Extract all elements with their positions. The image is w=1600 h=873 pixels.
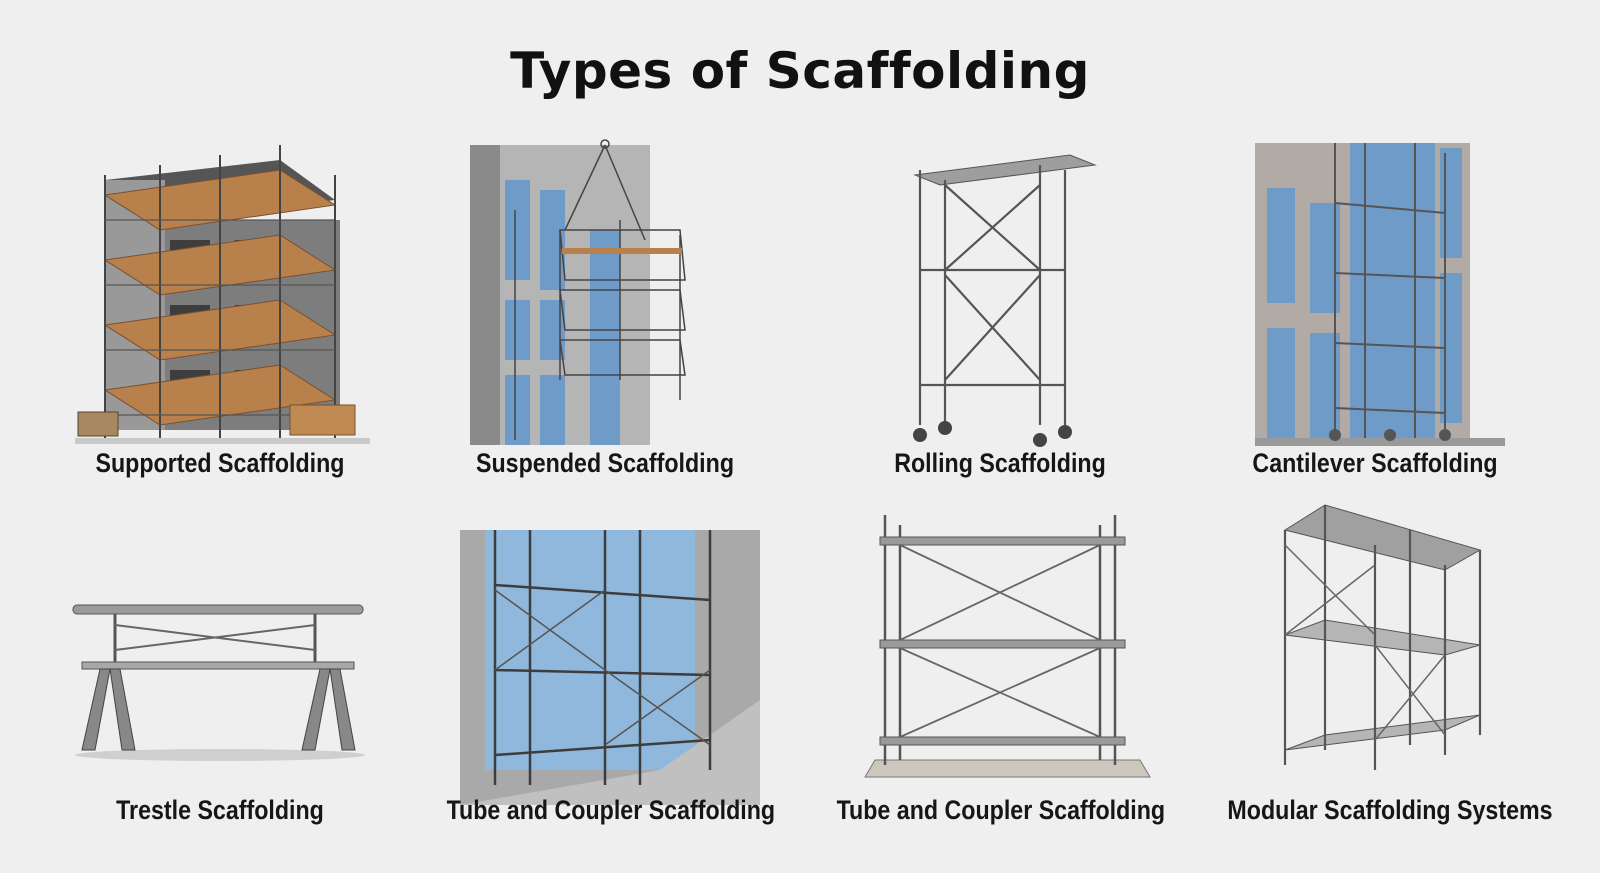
page-title: Types of Scaffolding — [510, 42, 1090, 100]
suspended-scaffolding-illustration — [470, 139, 686, 445]
caption-tube-coupler-scaffolding-2: Tube and Coupler Scaffolding — [836, 795, 1166, 825]
modular-scaffolding-illustration — [1283, 504, 1482, 770]
caption-rolling-scaffolding: Rolling Scaffolding — [894, 448, 1106, 478]
caption-modular-scaffolding: Modular Scaffolding Systems — [1227, 795, 1553, 825]
caption-tube-coupler-scaffolding-1: Tube and Coupler Scaffolding — [446, 795, 776, 825]
tube-coupler-scaffolding-illustration-1 — [460, 530, 760, 805]
rolling-scaffolding-illustration — [913, 154, 1097, 447]
cantilever-scaffolding-illustration — [1255, 143, 1505, 446]
supported-scaffolding-illustration — [75, 145, 370, 444]
caption-supported-scaffolding: Supported Scaffolding — [95, 448, 345, 478]
trestle-scaffolding-illustration — [72, 604, 365, 761]
caption-suspended-scaffolding: Suspended Scaffolding — [475, 448, 735, 478]
tube-coupler-scaffolding-illustration-2 — [864, 515, 1151, 778]
caption-trestle-scaffolding: Trestle Scaffolding — [116, 795, 324, 825]
caption-cantilever-scaffolding: Cantilever Scaffolding — [1252, 448, 1498, 478]
